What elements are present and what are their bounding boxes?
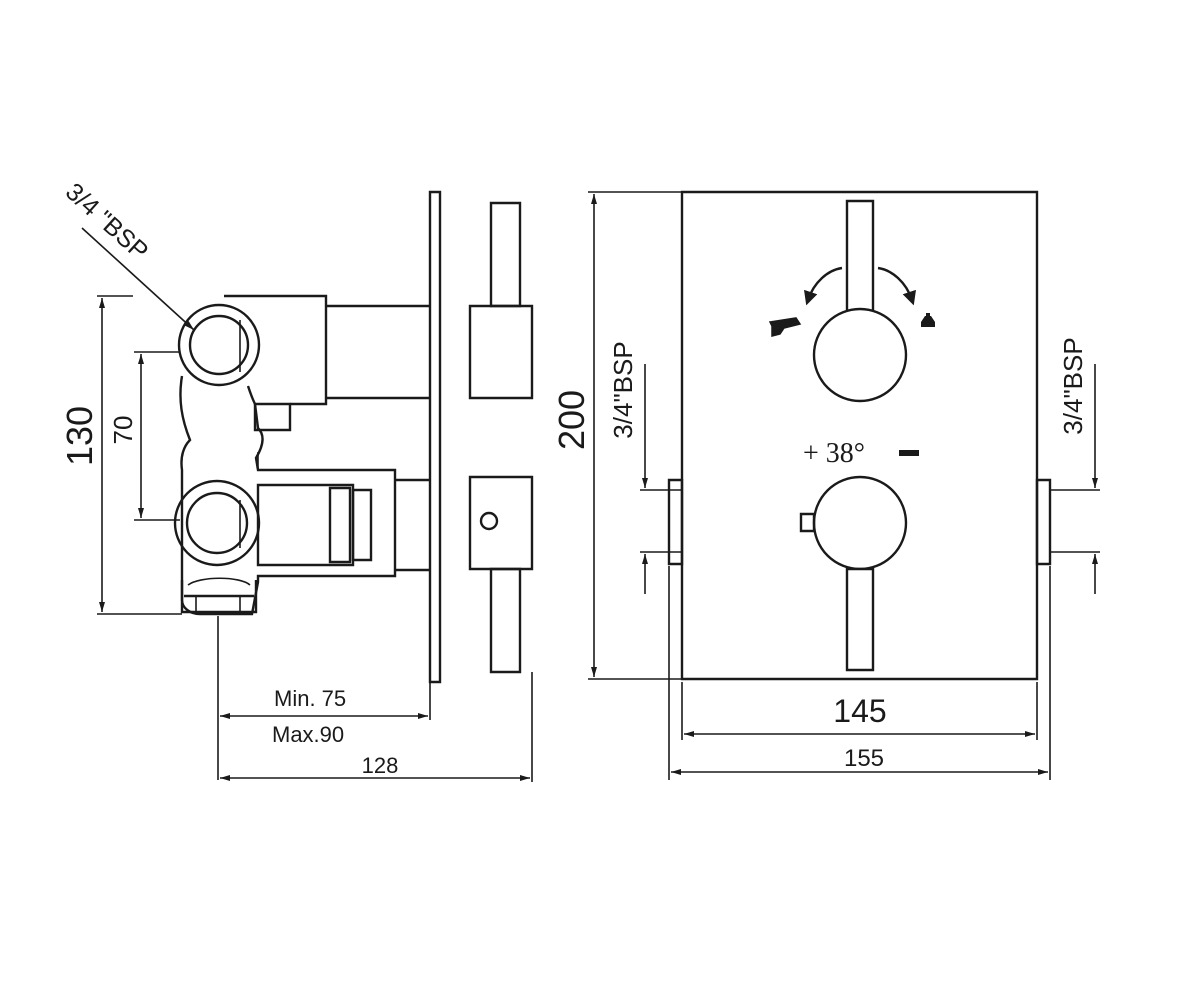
min-label: Min. 75	[274, 686, 346, 711]
lower-body-inner	[258, 485, 353, 565]
lower-port-inner	[187, 493, 247, 553]
dim-min-max: Min. 75 Max.90 128	[218, 616, 532, 782]
lower-lever	[847, 569, 873, 670]
upper-knob	[814, 309, 906, 401]
dim-130: 130	[59, 296, 182, 614]
outlet-block	[255, 404, 290, 430]
bsp-right: 3/4"BSP	[1050, 337, 1100, 594]
bottom-plug	[182, 580, 256, 612]
lower-body-nut	[353, 490, 371, 560]
dim-155-label: 155	[844, 745, 884, 772]
rotate-right-arrow	[878, 268, 916, 306]
dim-70: 70	[108, 352, 180, 520]
dim-200-label: 200	[551, 390, 592, 450]
lower-port-outer	[175, 481, 259, 565]
upper-port-inner	[190, 316, 248, 374]
side-view	[175, 192, 532, 682]
left-edge-piece	[669, 480, 682, 564]
dim-155: 155	[669, 566, 1050, 780]
bsp-leader: 3/4 "BSP	[60, 178, 194, 330]
bsp-right-label: 3/4"BSP	[1058, 337, 1088, 434]
front-view: + 38°	[669, 192, 1050, 679]
bsp-diag-label: 3/4 "BSP	[60, 178, 154, 266]
upper-body-block	[224, 296, 430, 404]
lower-handle-knob	[470, 477, 532, 569]
cover-plate-side	[430, 192, 440, 682]
dim-130-label: 130	[59, 406, 100, 466]
temp-minus-bar	[899, 450, 919, 456]
lower-knob-stop	[801, 514, 814, 531]
rotate-left-arrow	[804, 268, 842, 306]
valve-body	[180, 376, 395, 614]
dim-145: 145	[682, 682, 1037, 740]
right-edge-piece	[1037, 480, 1050, 564]
dim-200: 200	[551, 192, 682, 679]
lower-knob-screw	[481, 513, 497, 529]
dim-145-label: 145	[833, 693, 886, 729]
shower-icon	[921, 313, 935, 327]
max-label: Max.90	[272, 722, 344, 747]
upper-port-outer	[179, 305, 259, 385]
upper-handle-side	[491, 203, 520, 306]
spout-icon	[770, 318, 800, 336]
temp-label: + 38°	[803, 438, 865, 469]
bsp-left-label: 3/4"BSP	[608, 341, 638, 438]
lower-handle-side	[491, 569, 520, 672]
lower-knob	[814, 477, 906, 569]
cover-plate-front	[682, 192, 1037, 679]
dim-128-label: 128	[362, 753, 399, 778]
upper-lever	[847, 201, 873, 311]
dim-70-label: 70	[108, 416, 138, 445]
bsp-left: 3/4"BSP	[608, 341, 682, 594]
lower-body-cartridge	[330, 488, 350, 562]
upper-handle-knob	[470, 306, 532, 398]
